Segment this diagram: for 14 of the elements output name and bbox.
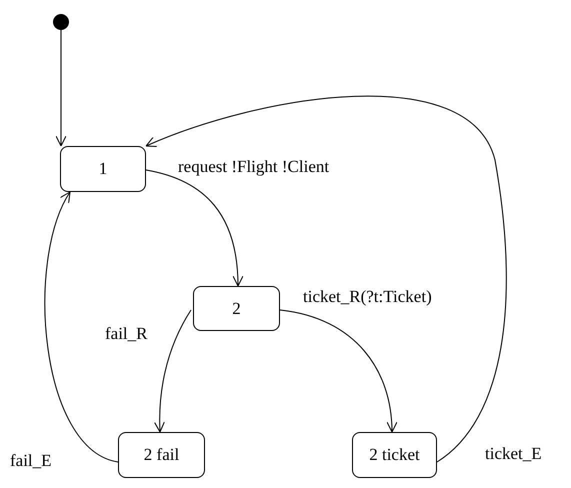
- state-box: [60, 146, 146, 192]
- state-label: 2: [232, 298, 241, 320]
- state-box: [193, 286, 280, 331]
- arrow: [146, 96, 507, 462]
- state-label: 2 fail: [144, 444, 180, 466]
- state-box: [352, 432, 437, 478]
- arrow: [280, 310, 397, 432]
- state-label: 2 ticket: [369, 444, 420, 466]
- state-label: 1: [98, 158, 108, 180]
- state-box: [118, 432, 205, 478]
- arrow: [154, 310, 192, 432]
- arrow: [56, 30, 66, 146]
- arrow: [44, 192, 118, 462]
- arrow: [146, 170, 244, 286]
